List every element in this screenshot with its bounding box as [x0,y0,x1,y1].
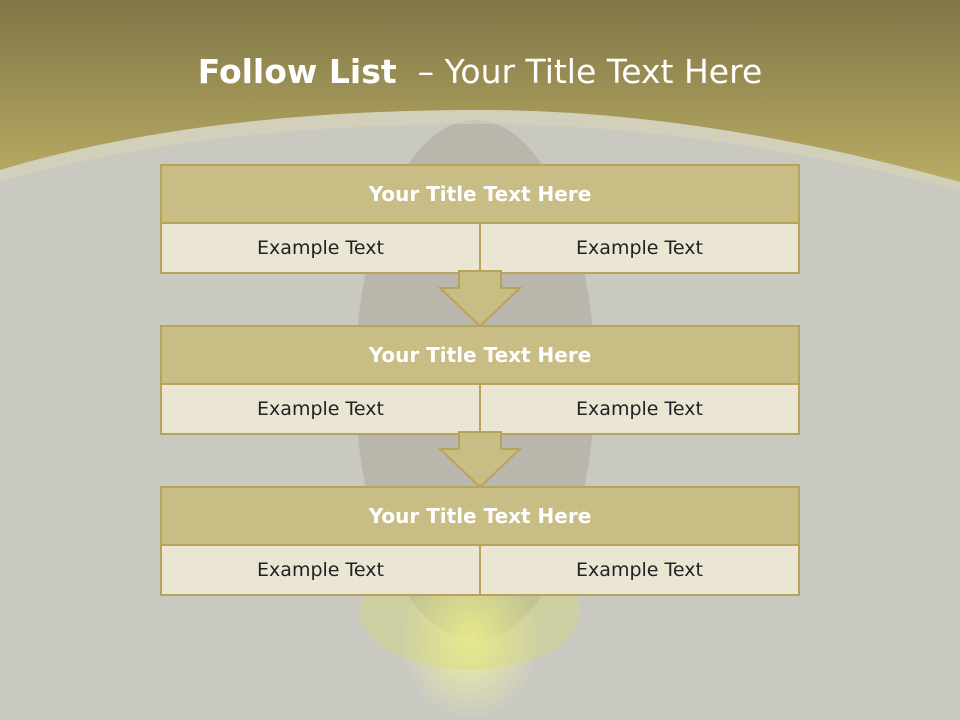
slide-title-rest: – Your Title Text Here [396,52,763,91]
down-arrow-icon [438,270,522,328]
step-title: Your Title Text Here [162,327,798,385]
slide-title: Follow List – Your Title Text Here [0,52,960,91]
slide-title-strong: Follow List [197,52,397,91]
step-right-cell: Example Text [479,224,798,272]
step-row: Example Text Example Text [162,224,798,272]
down-arrow-icon [438,431,522,489]
step-row: Example Text Example Text [162,546,798,594]
step-left-cell: Example Text [162,385,479,433]
step-row: Example Text Example Text [162,385,798,433]
step-box-2: Your Title Text Here Example Text Exampl… [160,325,800,435]
step-left-cell: Example Text [162,224,479,272]
step-right-cell: Example Text [479,546,798,594]
step-title: Your Title Text Here [162,488,798,546]
step-box-3: Your Title Text Here Example Text Exampl… [160,486,800,596]
step-left-cell: Example Text [162,546,479,594]
step-box-1: Your Title Text Here Example Text Exampl… [160,164,800,274]
step-right-cell: Example Text [479,385,798,433]
step-title: Your Title Text Here [162,166,798,224]
